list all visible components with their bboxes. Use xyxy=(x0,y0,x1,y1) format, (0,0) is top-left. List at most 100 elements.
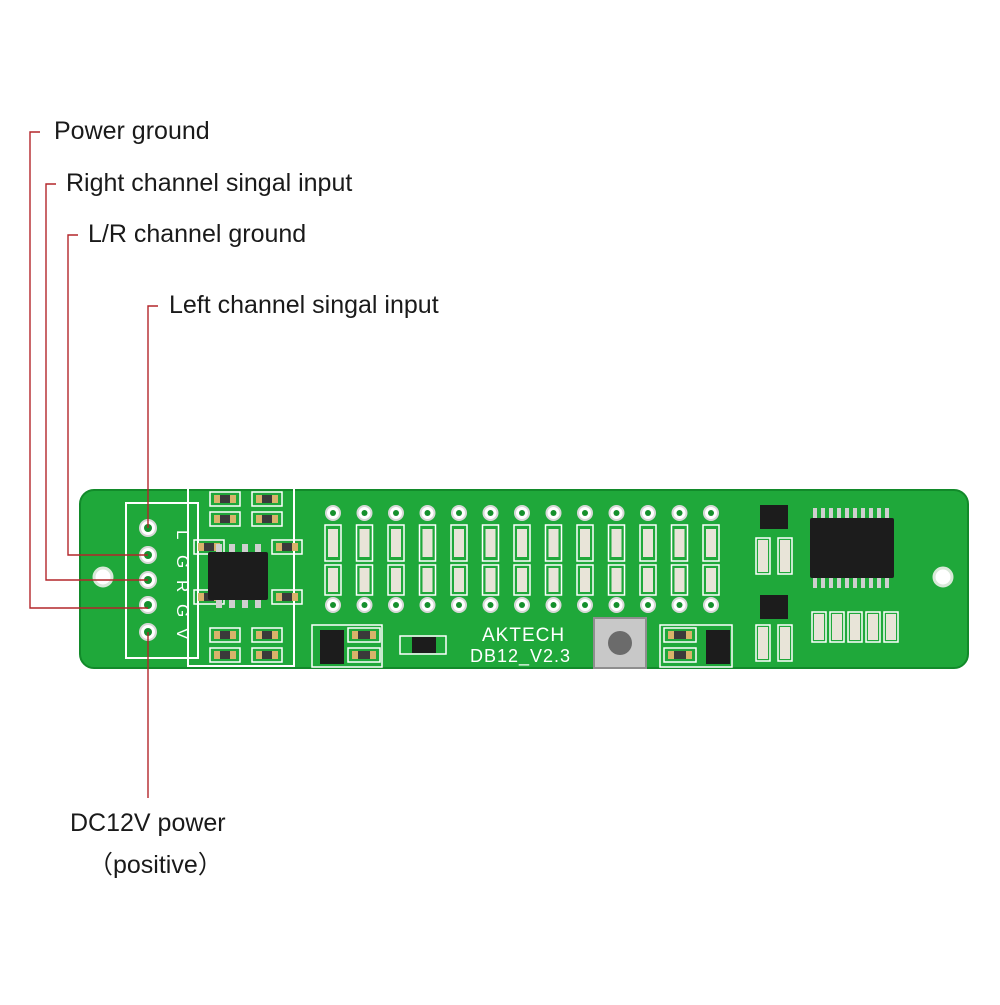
led-resistor-outline xyxy=(450,524,468,562)
ic-leg xyxy=(869,508,873,518)
led-resistor xyxy=(391,568,401,592)
smd-outline xyxy=(777,537,793,575)
smd-components-right xyxy=(755,505,899,662)
led-resistor-outline xyxy=(324,564,342,596)
smd-outline xyxy=(347,627,381,643)
smd-outline xyxy=(865,611,881,643)
ic-leg xyxy=(813,508,817,518)
smd-resistor xyxy=(276,593,298,601)
ic-leg xyxy=(877,578,881,588)
smd-resistor xyxy=(214,515,236,523)
smd-resistor xyxy=(352,651,376,659)
smd-cap-end xyxy=(292,593,298,601)
led-hole-center xyxy=(613,510,620,516)
pin-letter-v: V xyxy=(173,628,192,640)
smd-outline xyxy=(755,624,771,662)
mounting-hole-left xyxy=(92,566,114,588)
pin-letter-r: R xyxy=(173,580,192,592)
smd-resistor xyxy=(198,543,220,551)
smd-outline xyxy=(829,611,845,643)
led-resistor xyxy=(422,568,433,592)
led-hole-center xyxy=(424,510,431,516)
led-resistor-outline xyxy=(607,564,626,596)
smd-cap-end xyxy=(256,651,262,659)
led-hole-center xyxy=(708,602,714,608)
leader-left-input xyxy=(147,305,158,528)
transistor xyxy=(320,630,344,664)
led-hole-center xyxy=(393,602,399,608)
chip-leg xyxy=(216,600,222,608)
led-resistor xyxy=(706,568,716,592)
led-hole-center xyxy=(487,510,494,516)
led-resistor xyxy=(454,568,464,592)
led-resistor-outline xyxy=(387,524,405,562)
led-hole-center xyxy=(550,510,557,516)
smd-outline xyxy=(271,589,303,605)
led-resistor-outline xyxy=(513,524,531,562)
led-hole-center xyxy=(550,602,557,608)
mounting-hole-right xyxy=(932,566,954,588)
chip-leg xyxy=(242,600,248,608)
label-right-input: Right channel singal input xyxy=(66,169,353,197)
smd-outline xyxy=(251,627,283,643)
ic-leg xyxy=(861,578,865,588)
smd-resistor xyxy=(758,540,768,572)
led-hole-center xyxy=(424,602,431,608)
led-hole-center xyxy=(676,510,683,516)
pin-letter-l: L xyxy=(173,530,192,539)
led-hole-center xyxy=(487,602,494,608)
leader-lr-ground xyxy=(67,234,148,556)
led-resistor-outline xyxy=(418,564,437,596)
led-resistor xyxy=(485,568,496,592)
transistor-outline xyxy=(659,624,733,668)
led-resistor xyxy=(611,529,622,557)
smd-cap-end xyxy=(272,631,278,639)
led-resistor xyxy=(674,568,685,592)
chip-leg xyxy=(216,544,222,552)
smd-cap-end xyxy=(686,651,692,659)
ic-leg xyxy=(853,508,857,518)
smd-cap-end xyxy=(276,543,282,551)
smd-outline xyxy=(251,511,283,527)
smd-resistor xyxy=(868,614,878,640)
smd-resistor xyxy=(214,651,236,659)
bottom-components xyxy=(311,624,733,668)
label-power-ground: Power ground xyxy=(54,117,210,145)
label-lr-ground: L/R channel ground xyxy=(88,220,307,248)
opamp-chip xyxy=(208,552,268,600)
leader-right-input xyxy=(45,183,148,581)
led-resistor-outline xyxy=(450,564,468,596)
led-resistor xyxy=(391,529,401,557)
smd-cap-end xyxy=(668,651,674,659)
led-resistor xyxy=(517,568,527,592)
led-hole-center xyxy=(676,602,683,608)
led-resistor xyxy=(611,568,622,592)
chip-leg xyxy=(242,544,248,552)
ic-leg xyxy=(829,578,833,588)
smd-resistor xyxy=(352,631,376,639)
smd-cap-end xyxy=(292,543,298,551)
smd-outline xyxy=(883,611,899,643)
smd-outline xyxy=(663,627,697,643)
transistor xyxy=(706,630,730,664)
led-hole-center xyxy=(519,602,525,608)
led-hole-center xyxy=(361,602,368,608)
smd-outline xyxy=(251,647,283,663)
label-dc-power-positive: （positive） xyxy=(88,851,223,879)
smd-resistor xyxy=(668,651,692,659)
smd-outline xyxy=(209,627,241,643)
board-model: DB12_V2.3 xyxy=(470,646,571,667)
smd-cap-end xyxy=(272,651,278,659)
smd-outline xyxy=(777,624,793,662)
led-resistor xyxy=(422,529,433,557)
led-resistor-outline xyxy=(607,524,626,562)
ic-leg xyxy=(821,508,825,518)
smd-cap-end xyxy=(256,515,262,523)
label-left-input: Left channel singal input xyxy=(169,291,439,319)
led-resistor xyxy=(674,529,685,557)
smd-cap-end xyxy=(370,631,376,639)
smd-resistor xyxy=(886,614,896,640)
led-resistor xyxy=(643,529,653,557)
led-resistor xyxy=(548,568,559,592)
